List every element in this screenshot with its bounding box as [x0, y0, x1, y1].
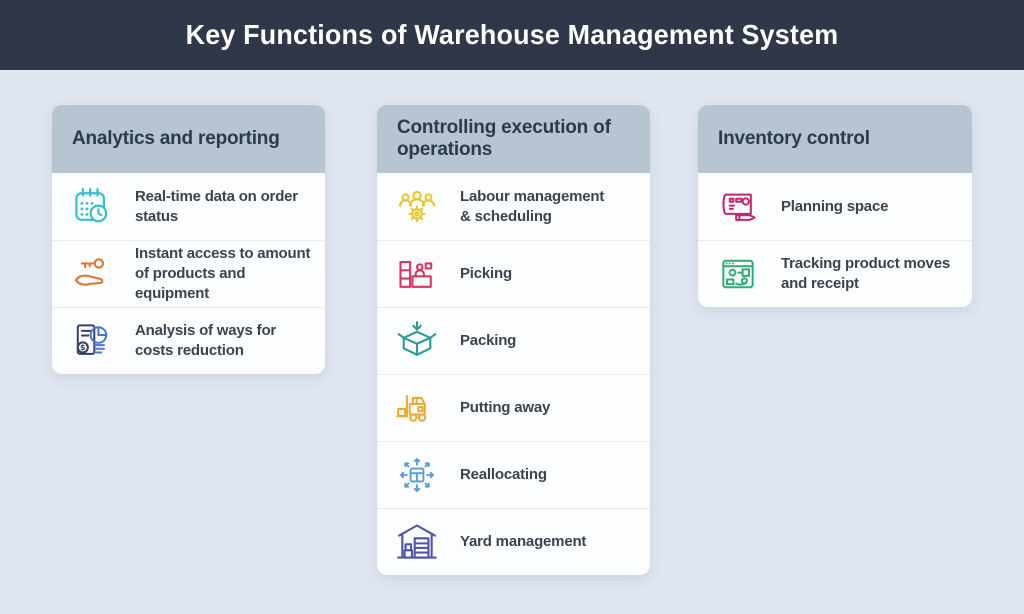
item-label: Planning space [781, 197, 889, 215]
item-label: Labour management & scheduling [460, 187, 605, 225]
card-header: Inventory control [698, 105, 972, 173]
forklift-icon [395, 386, 439, 430]
document-analysis-icon: $ [70, 319, 114, 363]
item-label: Analysis of ways for costs reduction [135, 322, 277, 359]
card-inventory-control: Inventory control Planning space [698, 105, 972, 307]
card-header: Analytics and reporting [52, 105, 325, 173]
list-item: Putting away [377, 374, 650, 441]
list-item: Yard management [377, 508, 650, 575]
labour-team-gear-icon [395, 185, 439, 229]
reallocating-arrows-icon [395, 453, 439, 497]
header-bar: Key Functions of Warehouse Management Sy… [0, 0, 1024, 70]
card-body: Planning space Tracking produ [698, 173, 972, 307]
item-label: Yard management [460, 533, 587, 550]
item-label: Tracking product moves and receipt [781, 255, 950, 292]
card-body: Real-time data on order status Instant a… [52, 173, 325, 374]
item-label: Reallocating [460, 466, 547, 483]
svg-text:$: $ [80, 343, 85, 352]
card-title: Controlling execution of operations [397, 116, 611, 160]
list-item: Labour management & scheduling [377, 173, 650, 240]
picking-shelf-icon [395, 252, 439, 296]
item-label: Picking [460, 265, 512, 282]
item-label: Putting away [460, 399, 551, 416]
item-label: Instant access to amount of products and… [135, 245, 311, 302]
list-item: Planning space [698, 173, 972, 240]
list-item: Picking [377, 240, 650, 307]
item-label: Real-time data on order status [135, 187, 298, 225]
card-header: Controlling execution of operations [377, 105, 650, 173]
planning-blueprint-icon [716, 185, 760, 229]
list-item: $ Analysis of ways for costs reduction [52, 307, 325, 374]
card-analytics-and-reporting: Analytics and reporting [52, 105, 325, 374]
card-title: Inventory control [718, 127, 870, 149]
item-label: Packing [460, 332, 517, 349]
card-body: Labour management & scheduling Picking [377, 173, 650, 575]
card-controlling-execution: Controlling execution of operations Labo… [377, 105, 650, 575]
list-item: Reallocating [377, 441, 650, 508]
warehouse-building-icon [395, 520, 439, 564]
packing-box-icon [395, 319, 439, 363]
list-item: Instant access to amount of products and… [52, 240, 325, 307]
calendar-clock-icon [70, 185, 114, 229]
list-item: Packing [377, 307, 650, 374]
list-item: Real-time data on order status [52, 173, 325, 240]
list-item: Tracking product moves and receipt [698, 240, 972, 307]
card-title: Analytics and reporting [72, 127, 280, 149]
page-title: Key Functions of Warehouse Management Sy… [185, 19, 839, 50]
hand-key-icon [70, 252, 114, 296]
tracking-screen-icon [716, 252, 760, 296]
